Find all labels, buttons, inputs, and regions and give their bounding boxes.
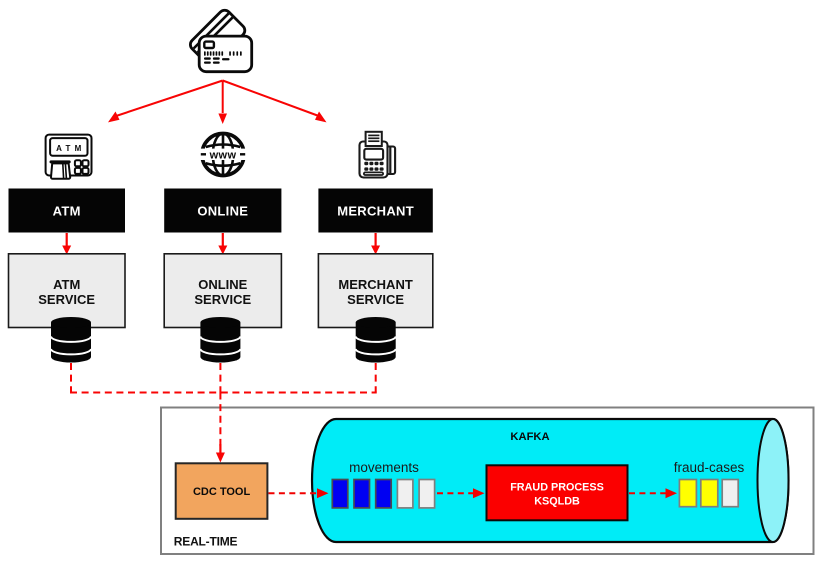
svg-text:movements: movements xyxy=(349,460,419,475)
svg-text:ONLINE: ONLINE xyxy=(197,204,248,219)
svg-text:SERVICE: SERVICE xyxy=(347,292,404,307)
svg-text:MERCHANT: MERCHANT xyxy=(338,277,412,292)
svg-text:KSQLDB: KSQLDB xyxy=(534,496,580,508)
svg-text:FRAUD PROCESS: FRAUD PROCESS xyxy=(510,482,604,494)
svg-text:CDC TOOL: CDC TOOL xyxy=(193,486,251,498)
svg-text:fraud-cases: fraud-cases xyxy=(674,460,745,475)
svg-text:KAFKA: KAFKA xyxy=(510,431,549,443)
svg-text:ATM: ATM xyxy=(56,144,85,153)
svg-text:MERCHANT: MERCHANT xyxy=(337,204,414,219)
svg-text:ATM: ATM xyxy=(53,277,80,292)
svg-text:ONLINE: ONLINE xyxy=(198,277,247,292)
svg-text:SERVICE: SERVICE xyxy=(38,292,95,307)
svg-text:REAL-TIME: REAL-TIME xyxy=(174,534,238,548)
svg-text:SERVICE: SERVICE xyxy=(194,292,251,307)
svg-text:ATM: ATM xyxy=(53,204,81,219)
svg-text:www: www xyxy=(209,150,237,162)
